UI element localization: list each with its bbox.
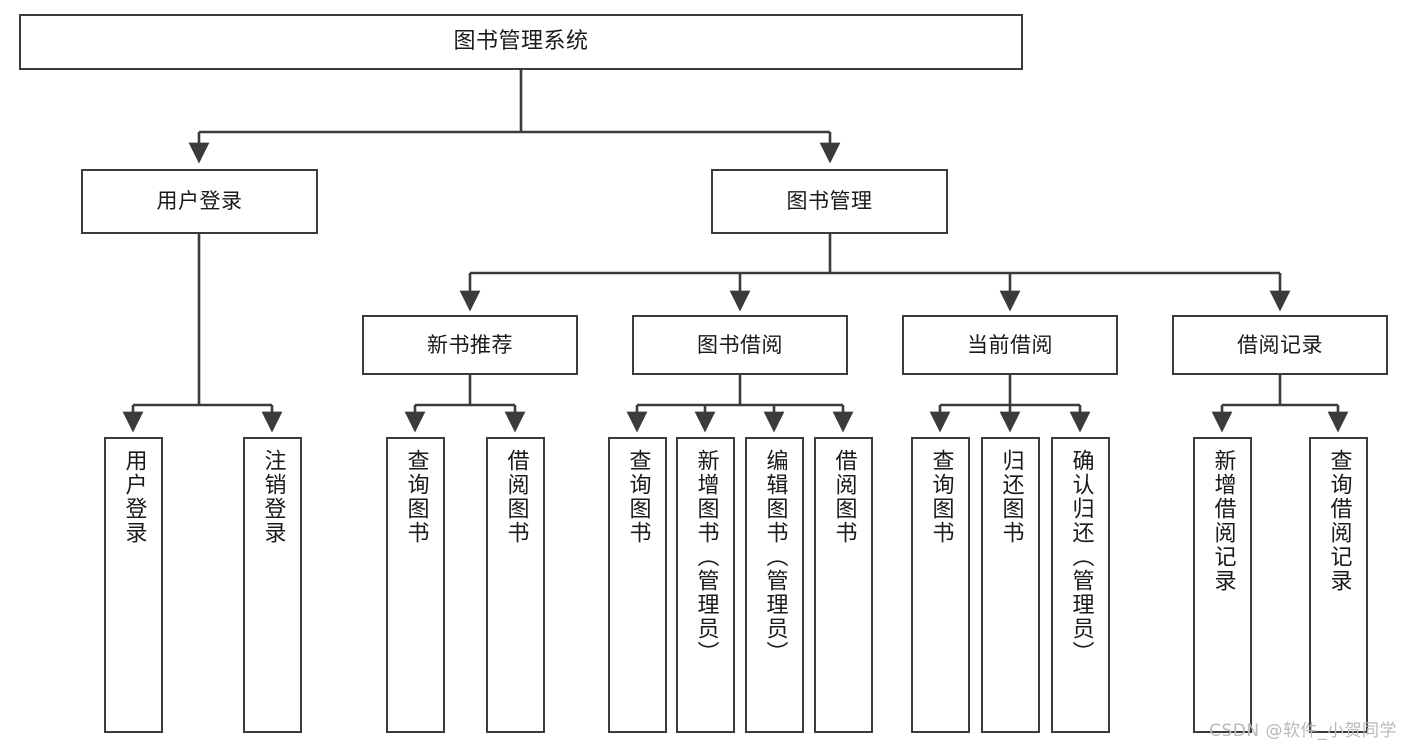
node-label: 归还图书 — [998, 449, 1024, 545]
node-label: 新增图书（管理员） — [693, 449, 719, 665]
node-label: 借阅记录 — [1237, 332, 1323, 357]
leaf-record-add-record[interactable]: 新增借阅记录 — [1193, 437, 1252, 733]
node-label: 注销登录 — [260, 449, 286, 545]
leaf-current-confirm-return-admin[interactable]: 确认归还（管理员） — [1051, 437, 1110, 733]
node-label: 查询图书 — [403, 449, 429, 545]
leaf-user-login-login[interactable]: 用户登录 — [104, 437, 163, 733]
node-new-book-recommend[interactable]: 新书推荐 — [362, 315, 578, 375]
node-label: 图书借阅 — [697, 332, 783, 357]
leaf-user-login-logout[interactable]: 注销登录 — [243, 437, 302, 733]
leaf-borrow-add-book-admin[interactable]: 新增图书（管理员） — [676, 437, 735, 733]
node-label: 借阅图书 — [831, 449, 857, 545]
leaf-recommend-query-book[interactable]: 查询图书 — [386, 437, 445, 733]
node-label: 图书管理系统 — [453, 29, 589, 54]
node-label: 图书管理 — [786, 189, 873, 213]
node-user-login[interactable]: 用户登录 — [81, 169, 318, 234]
node-root-system[interactable]: 图书管理系统 — [19, 14, 1023, 70]
node-label: 查询图书 — [928, 449, 954, 545]
node-label: 当前借阅 — [967, 332, 1053, 357]
node-label: 用户登录 — [121, 449, 147, 545]
leaf-borrow-edit-book-admin[interactable]: 编辑图书（管理员） — [745, 437, 804, 733]
leaf-current-query-book[interactable]: 查询图书 — [911, 437, 970, 733]
node-book-management[interactable]: 图书管理 — [711, 169, 948, 234]
node-label: 新书推荐 — [427, 332, 513, 357]
leaf-borrow-query-book[interactable]: 查询图书 — [608, 437, 667, 733]
leaf-record-query-record[interactable]: 查询借阅记录 — [1309, 437, 1368, 733]
node-label: 借阅图书 — [503, 449, 529, 545]
leaf-recommend-borrow-book[interactable]: 借阅图书 — [486, 437, 545, 733]
watermark-csdn: CSDN @软件_小贺同学 — [1209, 721, 1397, 741]
node-label: 编辑图书（管理员） — [762, 449, 788, 665]
leaf-current-return-book[interactable]: 归还图书 — [981, 437, 1040, 733]
node-borrow-record[interactable]: 借阅记录 — [1172, 315, 1388, 375]
node-label: 确认归还（管理员） — [1068, 449, 1094, 665]
node-book-borrow[interactable]: 图书借阅 — [632, 315, 848, 375]
node-label: 新增借阅记录 — [1210, 449, 1236, 593]
node-label: 查询借阅记录 — [1326, 449, 1352, 593]
node-label: 查询图书 — [625, 449, 651, 545]
node-label: 用户登录 — [156, 189, 243, 213]
leaf-borrow-borrow-book[interactable]: 借阅图书 — [814, 437, 873, 733]
node-current-borrow[interactable]: 当前借阅 — [902, 315, 1118, 375]
